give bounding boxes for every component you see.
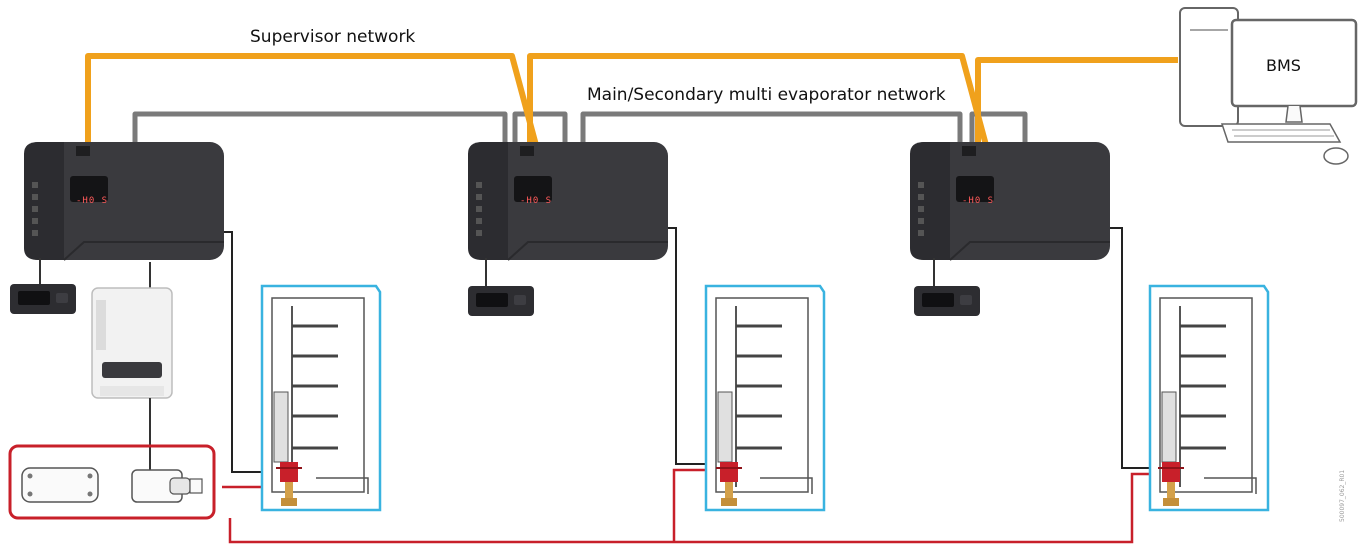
bms-label: BMS — [1266, 56, 1301, 75]
main-secondary-network-label: Main/Secondary multi evaporator network — [587, 85, 946, 105]
controller-2 — [467, 141, 669, 261]
battery-module — [21, 467, 99, 503]
terminal-display-2 — [468, 286, 534, 316]
supervisor-network-cable — [85, 53, 1178, 161]
controller-3-display: -H0 S — [962, 196, 995, 206]
valve-driver-module — [91, 287, 173, 399]
bms-computer-icon — [1179, 7, 1358, 165]
stepper-actuator — [131, 469, 203, 503]
terminal-display-3 — [914, 286, 980, 316]
controller-2-display: -H0 S — [520, 196, 553, 206]
terminal-display-1 — [10, 284, 76, 314]
controller-1-display: -H0 S — [76, 196, 109, 206]
valve-cable-bottom — [222, 468, 1155, 544]
valve-cable-enclosure — [8, 444, 216, 520]
controller-3 — [909, 141, 1111, 261]
sensor-wire-2 — [668, 227, 714, 465]
controller-1 — [23, 141, 225, 261]
supervisor-network-label: Supervisor network — [250, 27, 416, 47]
refrigerated-showcase-1 — [260, 284, 382, 512]
sensor-wire-3 — [1110, 227, 1156, 469]
sensor-wire-1 — [224, 231, 266, 473]
document-code: 500097_062_R01 — [1339, 469, 1346, 522]
